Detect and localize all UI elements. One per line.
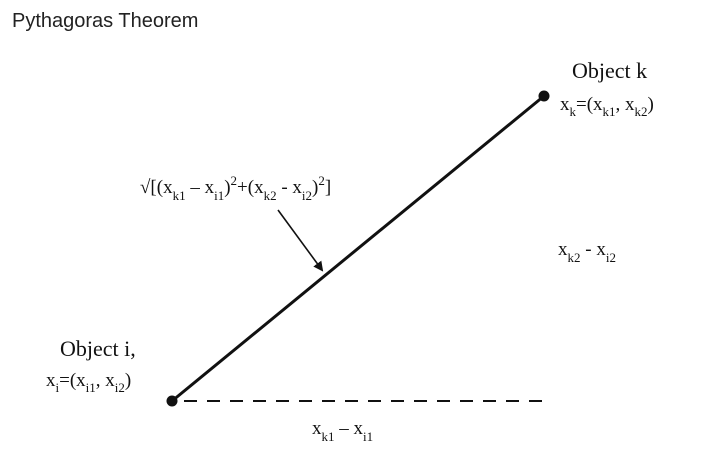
object-k-name: Object k	[572, 58, 647, 83]
vertical-difference-label: xk2 - xi2	[558, 239, 616, 265]
object-i-coords: xi=(xi1, xi2)	[46, 370, 131, 395]
horizontal-difference-label: xk1 – xi1	[312, 418, 373, 444]
hypotenuse-line	[171, 94, 545, 403]
object-k-coords: xk=(xk1, xk2)	[560, 94, 654, 119]
page-title: Pythagoras Theorem	[12, 10, 199, 32]
hypotenuse-formula: √[(xk1 – xi1)2+(xk2 - xi2)2]	[140, 173, 331, 203]
object-i-name: Object i,	[60, 336, 136, 361]
object-k-point	[538, 90, 550, 102]
object-i-point	[166, 395, 178, 407]
label-arrow	[277, 209, 324, 272]
